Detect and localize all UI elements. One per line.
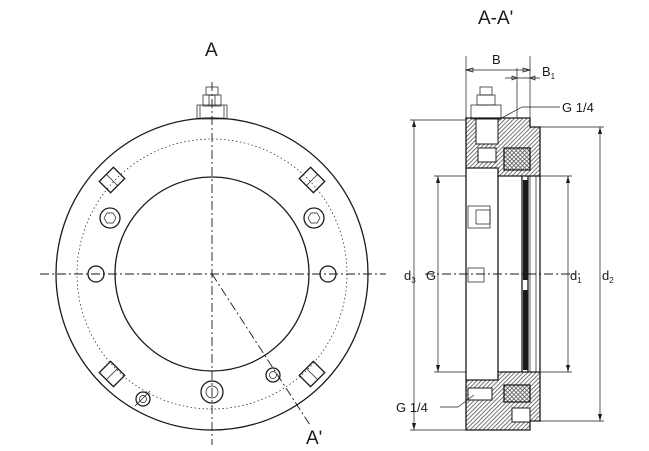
hex-screw-icon — [303, 207, 325, 229]
grease-nipple-icon — [470, 86, 502, 120]
front-view: A A' — [40, 40, 386, 449]
thread-callout-top: G 1/4 — [562, 100, 594, 115]
dimension-B-label: B — [492, 52, 501, 67]
section-line — [211, 273, 311, 426]
thread-callout-bottom: G 1/4 — [396, 400, 428, 415]
clamping-sleeve — [523, 180, 528, 280]
dimension-d3-label: d3 — [404, 268, 416, 285]
screw-pocket-icon — [98, 360, 126, 388]
screw-pocket-icon — [298, 360, 326, 388]
hex-screw-icon — [99, 207, 121, 229]
section-upper-body — [465, 117, 541, 177]
screw-pocket-icon — [298, 166, 326, 194]
dimension-G-label: G — [426, 268, 436, 283]
set-screw-icon — [467, 205, 491, 283]
screw-pocket-icon — [98, 166, 126, 194]
section-marker-bottom: A' — [306, 428, 322, 449]
dimension-d1-label: d1 — [570, 268, 582, 285]
section-title: A-A' — [478, 8, 513, 29]
threaded-port-icon — [134, 390, 151, 407]
threaded-port-icon — [265, 367, 281, 383]
hex-screw-icon — [200, 380, 224, 404]
bolt-hole — [319, 265, 337, 283]
section-lower-body — [465, 371, 541, 431]
section-view: A-A' B B1 G 1/4 — [396, 8, 614, 431]
dimension-B1-label: B1 — [542, 64, 556, 81]
dimension-d2-label: d2 — [602, 268, 614, 285]
grease-nipple-icon — [196, 86, 228, 120]
section-marker-top: A — [205, 40, 218, 61]
bolt-hole — [87, 265, 105, 283]
